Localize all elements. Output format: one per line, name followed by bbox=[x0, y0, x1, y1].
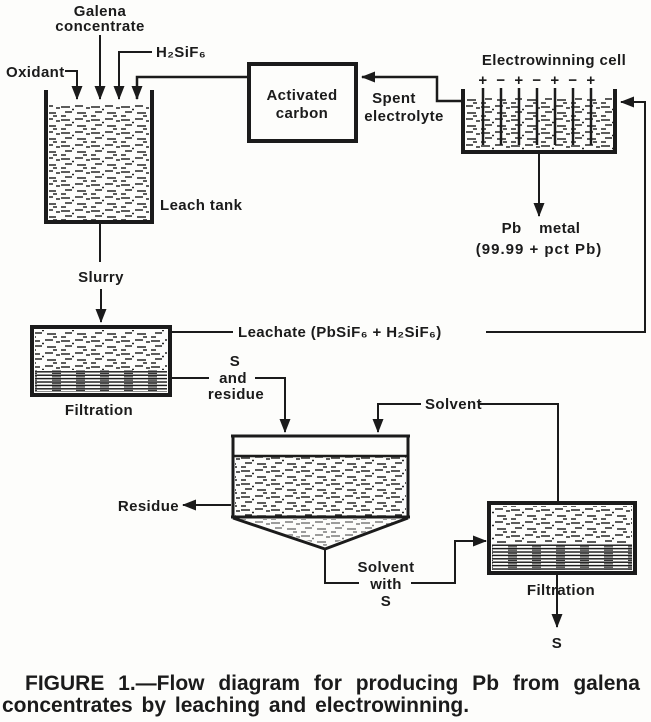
cell-electrolyte-liquid bbox=[466, 98, 613, 150]
carbon-label-line1: Activated bbox=[266, 87, 337, 104]
filtration1-liquid bbox=[35, 330, 167, 370]
galena-label-line2: concentrate bbox=[55, 18, 144, 35]
electrodes bbox=[481, 88, 593, 145]
caption-line1: FIGURE 1.—Flow diagram for producing Pb … bbox=[25, 672, 640, 695]
electrowinning-cell-group: Electrowinning cell + − + − + − + Pb met… bbox=[461, 52, 626, 258]
underflow-label-line3: S bbox=[381, 593, 391, 610]
solvent-label: Solvent bbox=[425, 396, 482, 413]
filtration2-label: Filtration bbox=[527, 582, 595, 599]
galena-label-line1: Galena bbox=[74, 3, 127, 20]
leach-tank-label: Leach tank bbox=[160, 197, 243, 214]
feed-section: Galena concentrate Oxidant H₂SiF₆ bbox=[6, 3, 249, 100]
residue-label: Residue bbox=[118, 498, 179, 515]
oxidant-label: Oxidant bbox=[6, 64, 65, 81]
cake-label-line3: residue bbox=[208, 386, 264, 403]
acid-label: H₂SiF₆ bbox=[156, 44, 206, 61]
activated-carbon-group: Activated carbon bbox=[247, 62, 358, 143]
carbon-recycle-arrow bbox=[131, 75, 249, 100]
underflow-group: Solvent with S bbox=[324, 535, 487, 610]
spent-electrolyte-arrow bbox=[361, 71, 463, 103]
acid-feed-arrow bbox=[113, 51, 152, 100]
electrode-sign-4: − bbox=[532, 72, 541, 89]
leach-tank bbox=[44, 90, 154, 224]
thickener-cone-right bbox=[324, 516, 409, 551]
cake-label-line1: S bbox=[230, 353, 240, 370]
cake-transfer-group: S and residue bbox=[170, 353, 291, 433]
pb-metal-label-line1: Pb metal bbox=[502, 220, 581, 237]
filtration2-group: Filtration S bbox=[487, 501, 637, 652]
carbon-label-line2: carbon bbox=[276, 105, 328, 122]
leachate-return-arrow bbox=[486, 96, 646, 333]
underflow-arrow bbox=[411, 535, 487, 584]
filtration1-label: Filtration bbox=[65, 402, 133, 419]
sulfur-product-label: S bbox=[552, 635, 562, 652]
filtration2-liquid bbox=[492, 506, 632, 544]
electrowinning-cell-title: Electrowinning cell bbox=[482, 52, 626, 69]
caption-line2: concentrates by leaching and electrowinn… bbox=[2, 694, 469, 717]
electrode-sign-7: + bbox=[586, 72, 595, 89]
underflow-label-line2: with bbox=[369, 576, 402, 593]
thickener-cone-left bbox=[232, 516, 326, 551]
solvent-return-line-right bbox=[478, 403, 559, 503]
filtration2-cake bbox=[492, 544, 632, 570]
leachate-group: Leachate (PbSiF₆ + H₂SiF₆) bbox=[170, 96, 646, 341]
cake-feed-arrow bbox=[255, 377, 291, 433]
electrode-sign-5: + bbox=[550, 72, 559, 89]
electrode-sign-1: + bbox=[478, 72, 487, 89]
solvent-feed-arrow bbox=[372, 403, 421, 433]
spent-label-line1: Spent bbox=[372, 90, 416, 107]
leachate-label: Leachate (PbSiF₆ + H₂SiF₆) bbox=[238, 324, 442, 341]
electrode-sign-3: + bbox=[514, 72, 523, 89]
electrode-sign-6: − bbox=[568, 72, 577, 89]
filtration1-cake bbox=[35, 370, 167, 392]
thickener-group: Residue Solvent bbox=[118, 396, 559, 551]
thickener-cone-liquid bbox=[237, 519, 404, 546]
leach-tank-liquid bbox=[49, 104, 149, 222]
oxidant-feed-arrow bbox=[65, 70, 83, 100]
spent-label-line2: electrolyte bbox=[364, 108, 443, 125]
underflow-line-left bbox=[324, 548, 359, 584]
pb-metal-label-line2: (99.99 + pct Pb) bbox=[476, 241, 602, 258]
filtration1-box bbox=[30, 325, 172, 397]
activated-carbon-box bbox=[247, 62, 358, 143]
cell-tank bbox=[461, 89, 617, 154]
filtration1-group: Filtration bbox=[30, 325, 172, 419]
cake-label-line2: and bbox=[219, 370, 247, 387]
slurry-label: Slurry bbox=[78, 269, 124, 286]
carbon-label-backing bbox=[259, 87, 346, 123]
underflow-label-line1: Solvent bbox=[358, 559, 415, 576]
spent-electrolyte-group: Spent electrolyte bbox=[361, 71, 463, 125]
figure-caption: FIGURE 1.—Flow diagram for producing Pb … bbox=[2, 672, 640, 717]
thickener-liquid bbox=[235, 457, 406, 516]
electrode-sign-2: − bbox=[496, 72, 505, 89]
leach-tank-group: Leach tank Slurry bbox=[44, 90, 243, 323]
filtration2-box bbox=[487, 501, 637, 575]
